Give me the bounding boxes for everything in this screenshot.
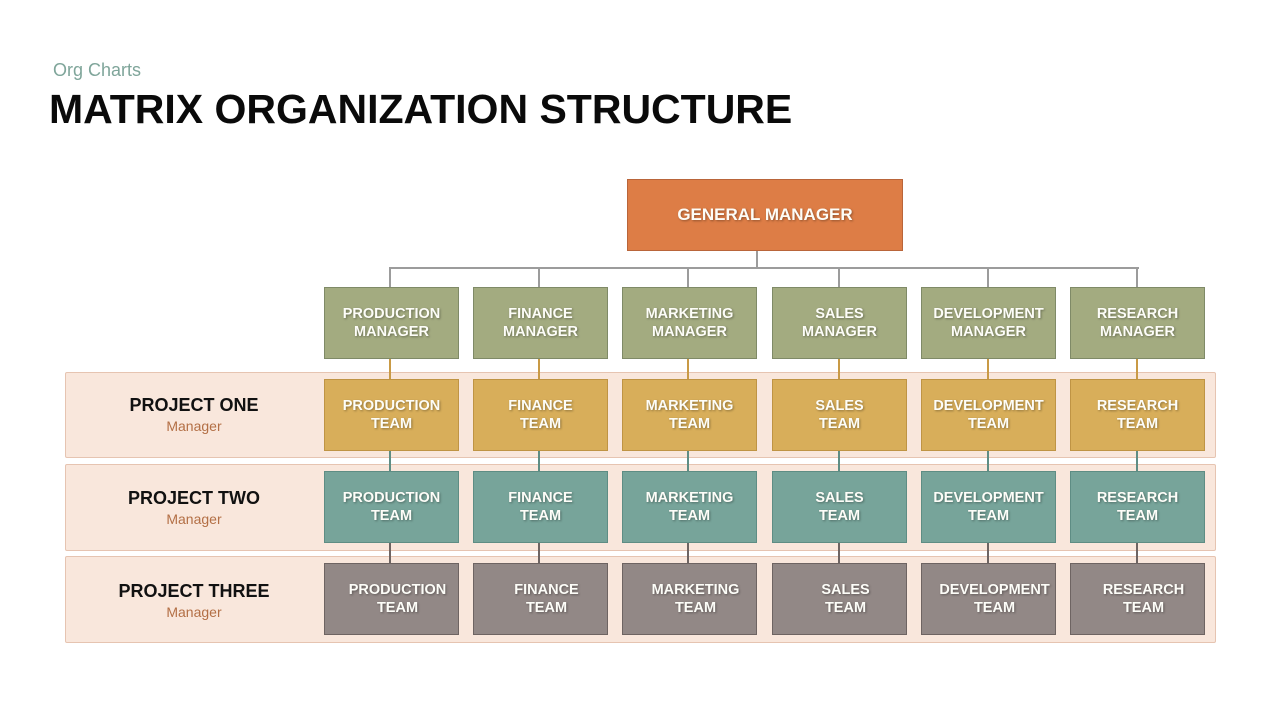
column-connector-4b [838, 451, 840, 471]
column-connector-3c [687, 543, 689, 563]
manager-role: MANAGER [1100, 324, 1175, 340]
connector-drop-1 [389, 267, 391, 287]
manager-box-finance: FINANCE MANAGER [473, 287, 608, 359]
project-role: Manager [166, 418, 222, 434]
column-connector-3b [687, 451, 689, 471]
column-connector-1c [389, 543, 391, 563]
project-role: Manager [166, 604, 222, 620]
manager-box-sales: SALES MANAGER [772, 287, 907, 359]
column-connector-2b [538, 451, 540, 471]
column-connector-5c [987, 543, 989, 563]
column-connector-6a [1136, 359, 1138, 379]
project-three-label: PROJECT THREE Manager [65, 581, 323, 620]
column-connector-6b [1136, 451, 1138, 471]
column-connector-5a [987, 359, 989, 379]
column-connector-4c [838, 543, 840, 563]
connector-drop-3 [687, 267, 689, 287]
column-connector-6c [1136, 543, 1138, 563]
manager-label: PRODUCTION [342, 306, 441, 322]
manager-role: MANAGER [951, 324, 1026, 340]
slide-category: Org Charts [53, 60, 142, 80]
slide-title: MATRIX ORGANIZATION STRUCTURE [49, 86, 793, 132]
project-name: PROJECT TWO [127, 488, 260, 508]
connector-drop-4 [838, 267, 840, 287]
manager-box-production: PRODUCTION MANAGER [324, 287, 459, 359]
manager-label: DEVELOPMENT [933, 306, 1044, 322]
general-manager-label: GENERAL MANAGER [677, 205, 853, 224]
project-role: Manager [166, 511, 222, 527]
manager-box-research: RESEARCH MANAGER [1070, 287, 1205, 359]
connector-drop-5 [987, 267, 989, 287]
manager-role: MANAGER [652, 324, 727, 340]
connector-drop-6 [1136, 267, 1138, 287]
manager-label: RESEARCH [1096, 306, 1179, 322]
manager-label: SALES [815, 306, 864, 322]
connector-gm-down [756, 251, 758, 268]
manager-role: MANAGER [503, 324, 578, 340]
column-connector-1b [389, 451, 391, 471]
column-connector-5b [987, 451, 989, 471]
project-name: PROJECT ONE [129, 395, 259, 415]
general-manager-box: GENERAL MANAGER [627, 179, 903, 251]
manager-box-development: DEVELOPMENT MANAGER [921, 287, 1056, 359]
column-connector-2c [538, 543, 540, 563]
manager-label: FINANCE [508, 306, 573, 322]
connector-drop-2 [538, 267, 540, 287]
project-one-label: PROJECT ONE Manager [65, 395, 323, 434]
column-connector-4a [838, 359, 840, 379]
column-connector-3a [687, 359, 689, 379]
column-connector-1a [389, 359, 391, 379]
manager-role: MANAGER [802, 324, 877, 340]
connector-bus [389, 267, 1139, 269]
manager-role: MANAGER [354, 324, 429, 340]
project-name: PROJECT THREE [118, 581, 270, 601]
project-two-label: PROJECT TWO Manager [65, 488, 323, 527]
column-connector-2a [538, 359, 540, 379]
manager-label: MARKETING [645, 306, 734, 322]
manager-box-marketing: MARKETING MANAGER [622, 287, 757, 359]
